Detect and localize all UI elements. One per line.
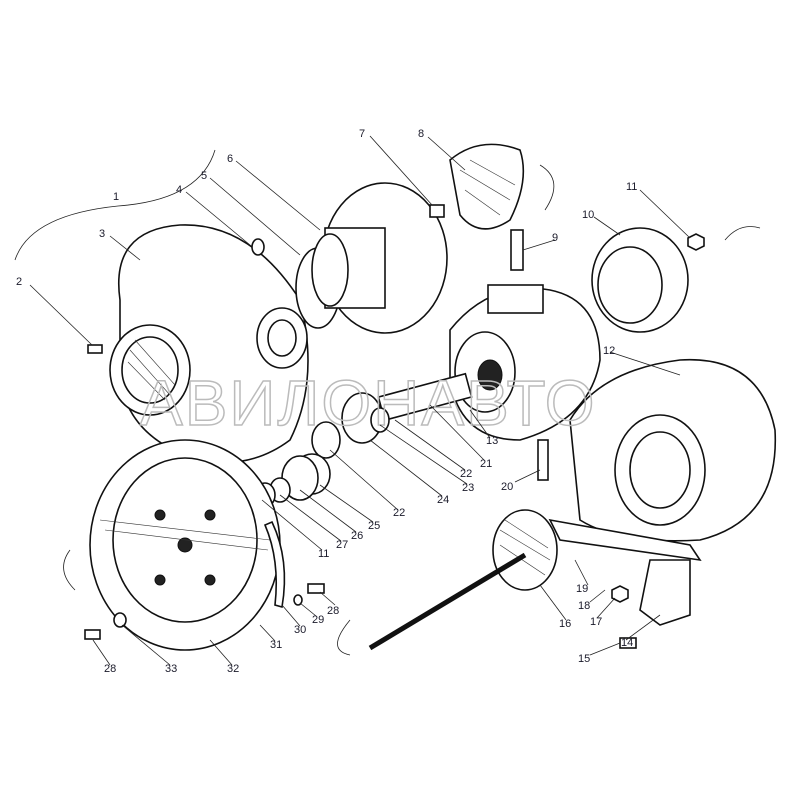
leader-lines xyxy=(29,135,691,666)
callout-26: 26 xyxy=(351,530,363,542)
callout-30: 30 xyxy=(294,624,306,636)
bolt xyxy=(307,583,325,594)
washer xyxy=(293,594,303,606)
callout-1: 1 xyxy=(113,191,119,203)
callout-31: 31 xyxy=(270,639,282,651)
turbine-rotor xyxy=(368,509,558,651)
callout-13: 13 xyxy=(486,435,498,447)
turbine-housing xyxy=(548,358,777,562)
compressor-housing xyxy=(109,224,309,464)
callout-3: 3 xyxy=(99,228,105,240)
callout-7: 7 xyxy=(359,128,365,140)
pulley xyxy=(89,439,281,651)
callout-24: 24 xyxy=(437,494,449,506)
callout-12: 12 xyxy=(603,345,615,357)
washer xyxy=(113,612,127,628)
callout-5: 5 xyxy=(201,170,207,182)
callout-33: 33 xyxy=(165,663,177,675)
callout-22b: 22 xyxy=(393,507,405,519)
callout-20: 20 xyxy=(501,481,513,493)
nut xyxy=(611,585,629,603)
bearing-housing xyxy=(449,284,601,441)
callout-23: 23 xyxy=(462,482,474,494)
rotation-arrows xyxy=(63,164,761,656)
callout-18: 18 xyxy=(578,600,590,612)
group-bracket xyxy=(14,149,216,261)
callout-15: 15 xyxy=(578,653,590,665)
callout-4: 4 xyxy=(176,184,182,196)
callout-17: 17 xyxy=(590,616,602,628)
callout-19: 19 xyxy=(576,583,588,595)
heat-shield-ring xyxy=(591,227,689,333)
watermark: АВИЛОНАВТО xyxy=(140,367,596,439)
callout-11: 11 xyxy=(626,181,637,193)
bolt xyxy=(87,344,103,354)
callout-27: 27 xyxy=(336,539,348,551)
callout-16: 16 xyxy=(559,618,571,630)
bolt xyxy=(537,439,549,481)
callout-32: 32 xyxy=(227,663,239,675)
callout-9: 9 xyxy=(552,232,558,244)
diffuser-plate xyxy=(311,182,448,334)
o-ring xyxy=(251,238,265,256)
callout-28b: 28 xyxy=(104,663,116,675)
callout-labels: 1 2 3 4 5 6 7 8 9 10 11 12 13 14 15 16 1… xyxy=(16,128,637,675)
callout-22: 22 xyxy=(460,468,472,480)
callout-10: 10 xyxy=(582,209,594,221)
oil-fitting xyxy=(510,229,524,271)
callout-11b: 11 xyxy=(318,548,329,560)
compressor-wheel xyxy=(429,143,525,230)
callout-8: 8 xyxy=(418,128,424,140)
callout-25: 25 xyxy=(368,520,380,532)
callout-14: 14 xyxy=(621,637,633,649)
callout-28: 28 xyxy=(327,605,339,617)
callout-2: 2 xyxy=(16,276,22,288)
callout-29: 29 xyxy=(312,614,324,626)
nut xyxy=(687,233,705,251)
plate xyxy=(263,520,286,609)
bracket xyxy=(639,559,691,626)
bolt xyxy=(84,629,101,640)
callout-6: 6 xyxy=(227,153,233,165)
callout-21: 21 xyxy=(480,458,492,470)
